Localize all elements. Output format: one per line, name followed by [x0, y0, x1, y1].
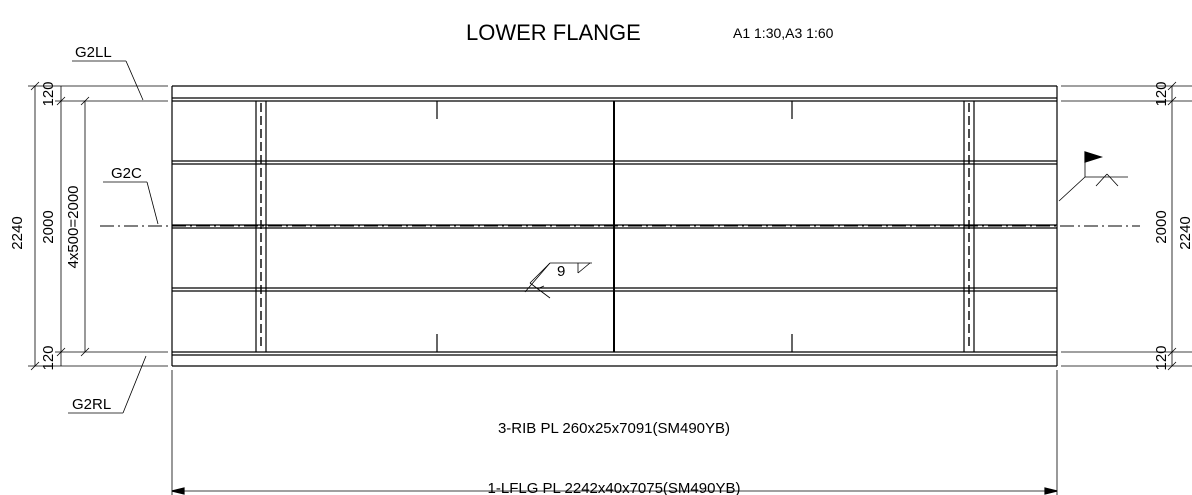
scale-note: A1 1:30,A3 1:60	[733, 25, 834, 41]
g2c-text: G2C	[111, 165, 142, 182]
length-arrow-left	[171, 487, 185, 495]
weld-size: 9	[557, 263, 565, 280]
dim-left-overall: 2240	[9, 216, 26, 249]
field-weld-symbol	[1058, 151, 1128, 202]
label-g2c: G2C	[103, 165, 159, 225]
drawing-title: LOWER FLANGE	[466, 20, 641, 45]
label-g2ll: G2LL	[72, 44, 144, 101]
length-arrow-right	[1044, 487, 1058, 495]
fillet-weld-symbol: 9	[524, 262, 592, 299]
g2rl-text: G2RL	[72, 396, 111, 413]
dim-right-overall: 2240	[1177, 216, 1192, 249]
dim-right-bottom-edge: 120	[1153, 345, 1170, 370]
dim-left-bottom-edge: 120	[40, 345, 57, 370]
rib-part-note: 3-RIB PL 260x25x7091(SM490YB)	[498, 420, 730, 437]
right-dimensions: 2000 2240 120 120	[1061, 81, 1192, 371]
label-g2rl: G2RL	[68, 355, 147, 414]
flange-part-note: 1-LFLG PL 2242x40x7075(SM490YB)	[488, 480, 741, 495]
dim-right-top-edge: 120	[1153, 81, 1170, 106]
tick-marks	[436, 101, 793, 352]
dim-left-spacing: 4x500=2000	[65, 186, 82, 269]
dim-left-top-edge: 120	[40, 81, 57, 106]
stiffener-left	[255, 101, 267, 352]
stiffener-right	[963, 101, 975, 352]
g2ll-text: G2LL	[75, 44, 112, 61]
left-dimensions: 2240 2000 4x500=2000 120 120	[9, 81, 168, 371]
dim-right-inner: 2000	[1153, 210, 1170, 243]
dim-left-inner: 2000	[40, 210, 57, 243]
